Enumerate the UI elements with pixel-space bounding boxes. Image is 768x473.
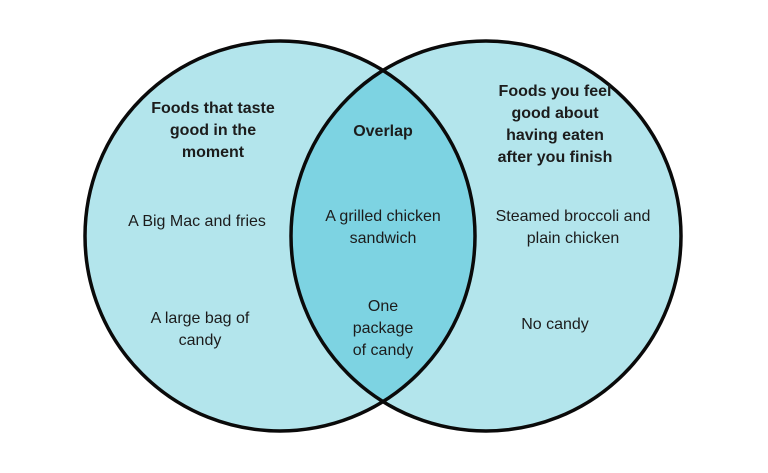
title-line: having eaten [506, 127, 604, 144]
right-circle-outline [289, 39, 683, 433]
item-line: candy [178, 332, 222, 349]
left-item-big-mac: A Big Mac and fries [92, 211, 302, 233]
left-circle-title: Foods that taste good in the moment [113, 98, 313, 164]
item-line: One [367, 298, 399, 315]
title-line: Overlap [353, 123, 413, 140]
item-line: No candy [521, 316, 589, 333]
item-line: plain chicken [526, 230, 620, 247]
left-circle-outline [83, 39, 477, 433]
item-line: of candy [352, 342, 414, 359]
right-item-broccoli-chicken: Steamed broccoli and plain chicken [473, 206, 673, 250]
item-line: package [352, 320, 414, 337]
right-item-no-candy: No candy [490, 314, 620, 336]
overlap-item-package-of-candy: One package of candy [313, 296, 453, 362]
title-line: Foods that taste [151, 100, 275, 117]
right-circle-title: Foods you feel good about having eaten a… [455, 81, 655, 169]
item-line: A large bag of [150, 310, 250, 327]
title-line: good in the [169, 122, 257, 139]
overlap-region [291, 41, 475, 431]
title-line: Foods you feel [498, 83, 612, 100]
title-line: good about [511, 105, 599, 122]
title-line: after you finish [497, 149, 613, 166]
item-line: Steamed broccoli and [495, 208, 651, 225]
title-line: moment [181, 144, 245, 161]
item-line: A grilled chicken [325, 208, 441, 225]
item-line: A Big Mac and fries [128, 213, 266, 230]
item-line: sandwich [349, 230, 417, 247]
overlap-title: Overlap [313, 121, 453, 143]
left-item-bag-of-candy: A large bag of candy [100, 308, 300, 352]
overlap-item-grilled-chicken: A grilled chicken sandwich [298, 206, 468, 250]
